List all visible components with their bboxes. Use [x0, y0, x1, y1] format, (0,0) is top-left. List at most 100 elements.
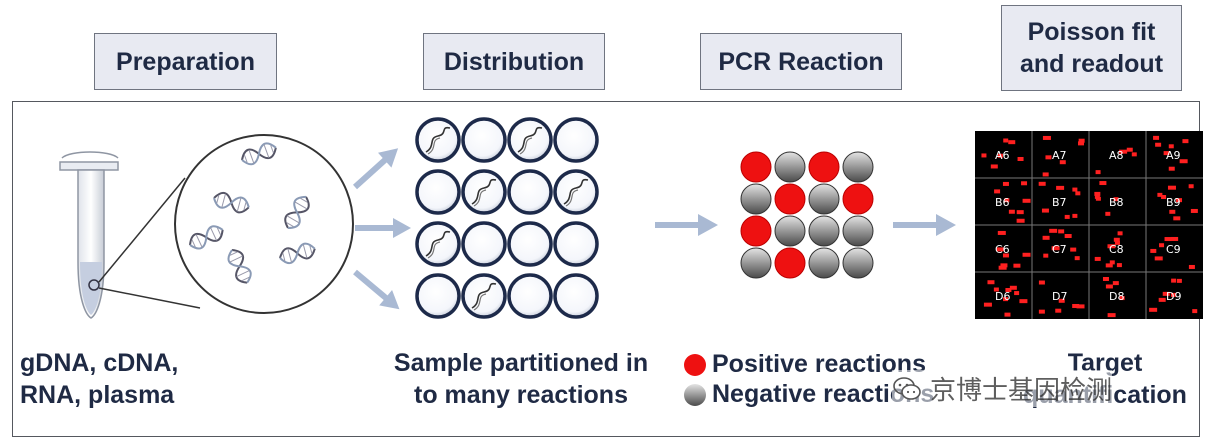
positive-droplet — [1158, 297, 1166, 302]
positive-droplet — [1002, 253, 1009, 258]
positive-reaction-well — [774, 183, 806, 215]
negative-reaction-well — [740, 183, 772, 215]
positive-droplet — [1019, 299, 1028, 304]
positive-droplet — [1055, 308, 1062, 313]
positive-droplet — [1021, 181, 1028, 186]
pcr-reaction-grid — [740, 151, 874, 279]
positive-droplet — [993, 287, 999, 292]
positive-droplet — [1095, 196, 1101, 201]
positive-droplet — [998, 265, 1007, 270]
positive-droplet — [1182, 139, 1189, 144]
positive-droplet — [1017, 156, 1024, 161]
positive-droplet — [990, 164, 998, 169]
positive-droplet — [1042, 172, 1049, 177]
magnified-dna-sample — [174, 134, 354, 314]
negative-reaction-well — [774, 151, 806, 183]
positive-reaction-well — [808, 151, 840, 183]
positive-droplet — [1105, 284, 1113, 289]
positive-droplet — [1094, 191, 1101, 196]
well-label: C6 — [995, 243, 1010, 256]
positive-droplet — [1162, 291, 1170, 296]
positive-droplet — [1038, 309, 1045, 314]
positive-droplet — [1022, 252, 1031, 257]
well-label: A9 — [1166, 149, 1181, 162]
partition-well — [461, 117, 507, 163]
step-label-pcr-reaction: PCR Reaction — [700, 33, 902, 90]
positive-droplet — [1153, 135, 1160, 140]
positive-droplet — [1072, 303, 1080, 308]
positive-droplet — [1078, 141, 1085, 146]
well-label: C9 — [1166, 243, 1181, 256]
positive-droplet — [1154, 256, 1163, 261]
positive-droplet — [1107, 244, 1116, 249]
positive-droplet — [981, 153, 987, 158]
positive-droplet — [1003, 297, 1009, 302]
positive-droplet — [1159, 243, 1165, 248]
positive-droplet — [1095, 170, 1101, 175]
partition-well — [507, 169, 553, 215]
positive-droplet — [1058, 229, 1065, 234]
positive-droplet — [1056, 185, 1065, 190]
positive-droplet — [1167, 185, 1176, 190]
positive-droplet — [1004, 198, 1010, 203]
positive-droplet — [1105, 211, 1111, 216]
positive-droplet — [1170, 292, 1176, 297]
positive-droplet — [1109, 260, 1115, 265]
well-label: B6 — [995, 196, 1010, 209]
positive-droplet — [1119, 296, 1125, 301]
positive-droplet — [997, 153, 1003, 158]
partition-grid — [415, 117, 599, 319]
partition-well — [553, 117, 599, 163]
positive-reaction-well — [740, 151, 772, 183]
positive-droplet — [997, 230, 1006, 235]
positive-droplet — [1176, 278, 1182, 283]
caption-preparation: gDNA, cDNA, RNA, plasma — [20, 349, 179, 409]
positive-droplet — [1072, 213, 1078, 218]
positive-droplet — [996, 247, 1004, 252]
positive-droplet — [994, 189, 1001, 194]
well-label: D7 — [1052, 290, 1067, 303]
positive-droplet — [1075, 191, 1081, 196]
positive-droplet — [1190, 208, 1198, 213]
positive-droplet — [1005, 288, 1012, 293]
positive-droplet — [1119, 149, 1128, 154]
positive-droplet — [1051, 246, 1060, 251]
partition-well — [415, 169, 461, 215]
partition-well — [507, 117, 553, 163]
positive-dot-icon — [684, 353, 706, 376]
positive-droplet — [1155, 142, 1162, 147]
positive-droplet — [1072, 187, 1078, 192]
positive-droplet — [1064, 214, 1070, 219]
arrow-to-readout — [893, 214, 956, 236]
caption-distribution: Sample partitioned in to many reactions — [393, 349, 649, 409]
well-label: D8 — [1109, 290, 1124, 303]
positive-droplet — [1078, 138, 1085, 143]
positive-droplet — [1131, 152, 1137, 157]
partition-well — [507, 221, 553, 267]
positive-droplet — [1168, 144, 1174, 149]
negative-reaction-well — [808, 215, 840, 247]
positive-droplet — [1042, 135, 1051, 140]
positive-droplet — [1150, 248, 1157, 253]
positive-droplet — [1094, 256, 1101, 261]
positive-droplet — [1099, 181, 1107, 186]
negative-reaction-well — [740, 247, 772, 279]
legend-positive: Positive reactions — [684, 350, 926, 379]
well-label: B7 — [1052, 196, 1067, 209]
negative-reaction-well — [842, 151, 874, 183]
partition-well — [461, 221, 507, 267]
positive-droplet — [1171, 236, 1179, 241]
positive-droplet — [1038, 280, 1045, 285]
positive-droplet — [1058, 298, 1065, 303]
positive-droplet — [983, 302, 992, 307]
positive-droplet — [1043, 253, 1049, 258]
positive-droplet — [1107, 313, 1116, 318]
step-label-poisson-fit: Poisson fit and readout — [1001, 5, 1182, 91]
positive-reaction-well — [842, 183, 874, 215]
positive-droplet — [1113, 197, 1119, 202]
positive-droplet — [1163, 151, 1170, 156]
well-label: C8 — [1109, 243, 1124, 256]
positive-droplet — [1009, 285, 1017, 290]
positive-droplet — [1188, 264, 1195, 269]
